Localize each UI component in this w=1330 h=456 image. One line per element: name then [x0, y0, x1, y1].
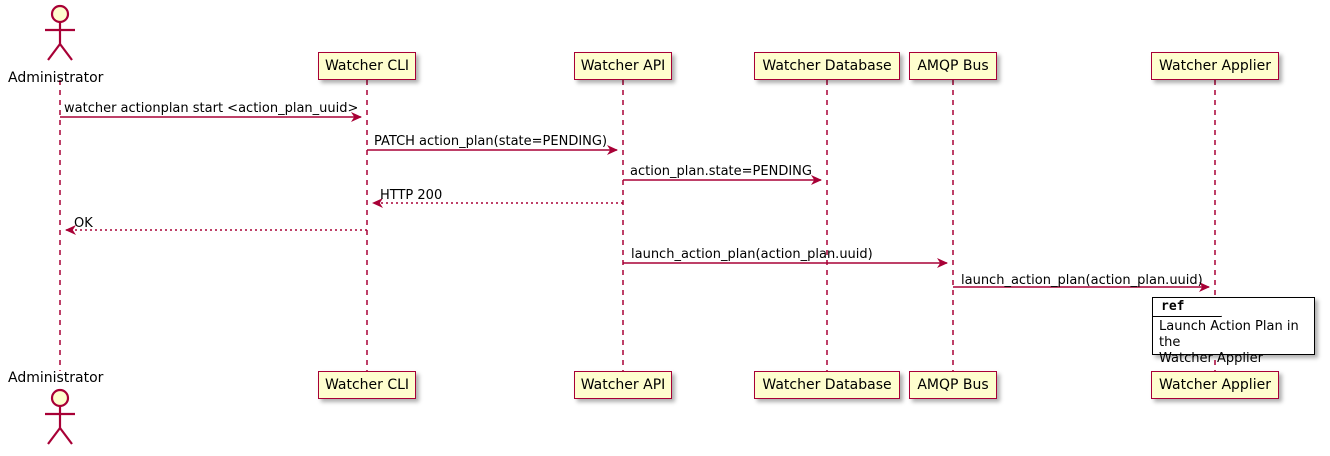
participant-box-top-watcher-api[interactable]: Watcher API: [574, 52, 672, 80]
message-label-5: OK: [74, 216, 93, 231]
actor-label-administrator-top: Administrator: [8, 70, 104, 86]
message-label-1: watcher actionplan start <action_plan_uu…: [64, 101, 359, 116]
participant-label: AMQP Bus: [917, 377, 989, 393]
participant-label: Watcher CLI: [324, 377, 410, 393]
participant-box-bottom-watcher-applier[interactable]: Watcher Applier: [1151, 371, 1279, 399]
participant-label: Watcher Applier: [1159, 377, 1271, 393]
ref-fragment-body: Launch Action Plan in the Watcher Applie…: [1159, 319, 1315, 367]
participant-box-top-amqp-bus[interactable]: AMQP Bus: [909, 52, 997, 80]
participant-label: Watcher Database: [762, 58, 892, 74]
message-label-3: action_plan.state=PENDING: [630, 164, 812, 179]
message-label-6: launch_action_plan(action_plan.uuid): [631, 247, 873, 262]
messages-group: [60, 112, 1210, 292]
actor-administrator-bottom: [45, 388, 75, 445]
participant-box-top-watcher-cli[interactable]: Watcher CLI: [318, 52, 416, 80]
participant-label: Watcher Applier: [1159, 58, 1271, 74]
participant-label: Watcher Database: [762, 377, 892, 393]
participant-box-bottom-watcher-cli[interactable]: Watcher CLI: [318, 371, 416, 399]
participant-box-bottom-watcher-api[interactable]: Watcher API: [574, 371, 672, 399]
ref-fragment-tab-label: ref: [1161, 299, 1185, 314]
lifelines-group: [59, 80, 1216, 371]
participant-box-top-watcher-applier[interactable]: Watcher Applier: [1151, 52, 1279, 80]
participant-box-bottom-amqp-bus[interactable]: AMQP Bus: [909, 371, 997, 399]
participant-label: Watcher CLI: [324, 58, 410, 74]
actor-label-administrator-bottom: Administrator: [8, 370, 104, 386]
message-label-4: HTTP 200: [380, 188, 443, 203]
ref-fragment-line-1: Launch Action Plan in the: [1159, 319, 1299, 350]
participant-box-bottom-watcher-database[interactable]: Watcher Database: [754, 371, 900, 399]
participant-label: Watcher API: [580, 58, 666, 74]
actor-administrator-top: [45, 4, 75, 61]
participant-label: Watcher API: [580, 377, 666, 393]
participant-label: AMQP Bus: [917, 58, 989, 74]
participant-box-top-watcher-database[interactable]: Watcher Database: [754, 52, 900, 80]
ref-fragment-line-2: Watcher Applier: [1159, 351, 1263, 366]
ref-fragment: ref Launch Action Plan in the Watcher Ap…: [1152, 297, 1315, 366]
message-label-2: PATCH action_plan(state=PENDING): [374, 134, 608, 149]
message-label-7: launch_action_plan(action_plan.uuid): [961, 273, 1203, 288]
